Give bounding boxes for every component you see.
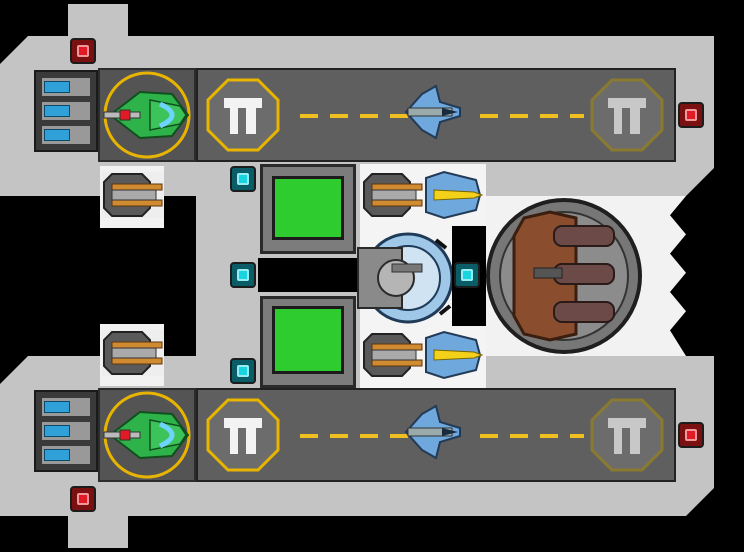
runway-dash <box>390 114 408 118</box>
landing-pad-icon[interactable] <box>206 78 280 152</box>
thruster-icon <box>42 446 90 464</box>
red-button-icon[interactable] <box>678 422 704 448</box>
red-button-icon[interactable] <box>70 38 96 64</box>
runway-dash <box>570 114 584 118</box>
thruster-icon <box>42 126 90 144</box>
thruster-bank-lower <box>34 390 98 472</box>
runway-dash <box>480 434 498 438</box>
runway-dash <box>300 114 318 118</box>
fighter-icon[interactable] <box>402 404 464 460</box>
runway-dash <box>330 114 348 118</box>
hull-upper-nose <box>68 4 128 44</box>
runway-dash <box>330 434 348 438</box>
runway-dash <box>540 434 558 438</box>
runway-dash <box>510 434 528 438</box>
reactor-dome-icon[interactable] <box>356 230 454 326</box>
cyan-button-icon[interactable] <box>230 262 256 288</box>
runway-dash <box>390 434 408 438</box>
missile-pod-icon[interactable] <box>420 170 484 220</box>
thruster-icon <box>42 422 90 440</box>
autocannon-icon[interactable] <box>362 332 424 378</box>
cyan-button-icon[interactable] <box>230 166 256 192</box>
thruster-icon <box>42 102 90 120</box>
runway-dash <box>480 114 498 118</box>
autocannon-icon[interactable] <box>102 172 164 218</box>
runway-dash <box>510 114 528 118</box>
thruster-bank-upper <box>34 70 98 152</box>
landing-pad-icon[interactable] <box>590 78 664 152</box>
runway-dash <box>300 434 318 438</box>
red-button-icon[interactable] <box>678 102 704 128</box>
landing-pad-icon[interactable] <box>206 398 280 472</box>
cyan-button-icon[interactable] <box>454 262 480 288</box>
fighter-icon[interactable] <box>402 84 464 140</box>
room-bottom[interactable] <box>272 306 344 374</box>
runway-dash <box>570 434 584 438</box>
cyan-button-icon[interactable] <box>230 358 256 384</box>
autocannon-icon[interactable] <box>102 330 164 376</box>
corridor-dark <box>258 258 358 292</box>
fighter-icon[interactable] <box>100 70 194 160</box>
missile-pod-icon[interactable] <box>420 330 484 380</box>
red-button-icon[interactable] <box>70 486 96 512</box>
landing-pad-icon[interactable] <box>590 398 664 472</box>
thruster-icon <box>42 398 90 416</box>
autocannon-icon[interactable] <box>362 172 424 218</box>
runway-dash <box>360 434 378 438</box>
room-top[interactable] <box>272 176 344 240</box>
fighter-icon[interactable] <box>100 390 194 480</box>
runway-dash <box>540 114 558 118</box>
triple-turret-icon[interactable] <box>484 196 644 356</box>
runway-dash <box>360 114 378 118</box>
thruster-icon <box>42 78 90 96</box>
